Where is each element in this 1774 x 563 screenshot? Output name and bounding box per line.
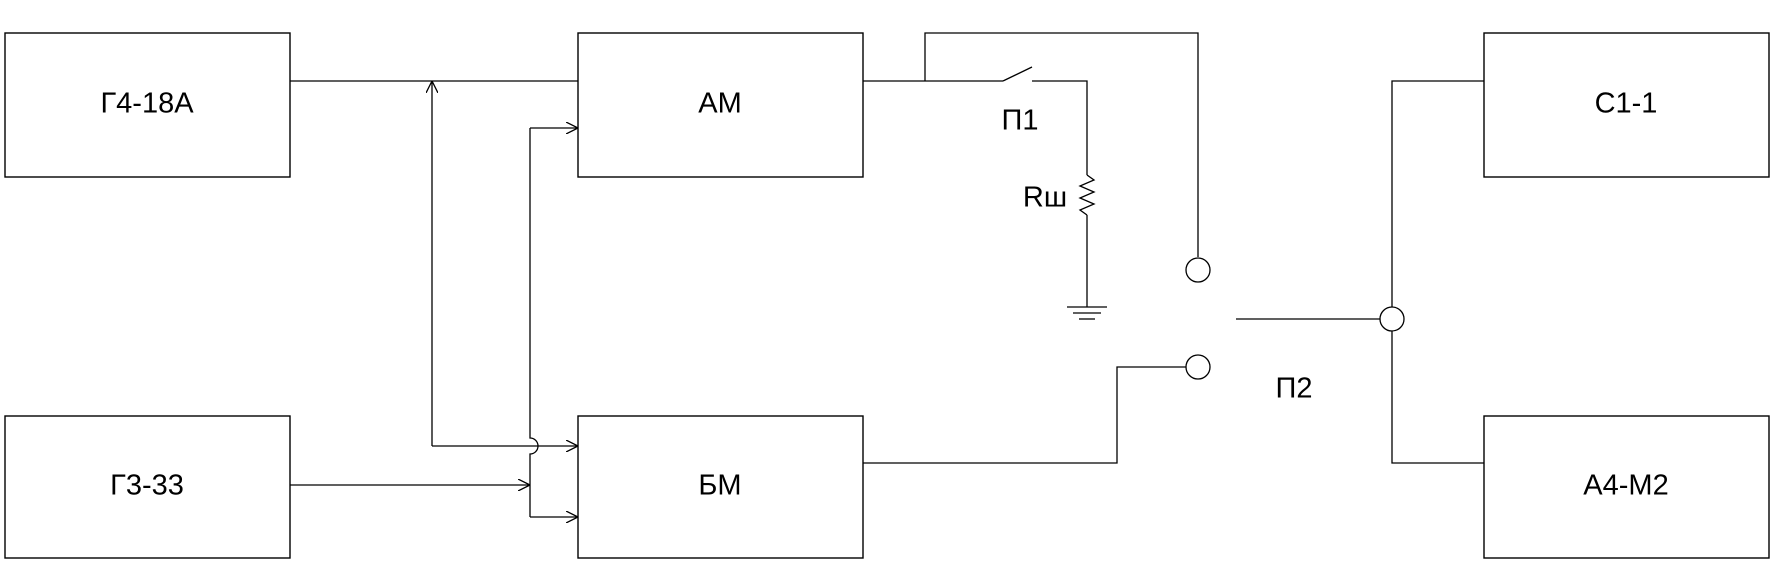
wire-junction-to-a4-m2: [1391, 331, 1484, 464]
resistor-rsh-icon: [1078, 174, 1096, 216]
block-bm-label: БМ: [698, 470, 741, 502]
block-g3-33: Г3-33: [4, 415, 291, 559]
block-bm: БМ: [577, 415, 864, 559]
switch-p2-contact-lower: [1185, 354, 1211, 380]
block-a4-m2-label: А4-М2: [1583, 470, 1668, 502]
block-am-label: АМ: [698, 88, 742, 120]
block-a4-m2: А4-М2: [1483, 415, 1770, 559]
ground-icon: [1067, 306, 1107, 320]
block-am: АМ: [577, 32, 864, 178]
wire-am-to-switch-contact: [924, 32, 1199, 257]
wire-junction-to-c1-1: [1391, 80, 1484, 307]
wire-vertical-with-crossover: [529, 128, 539, 517]
wire-switch-to-resistor: [1032, 80, 1088, 175]
switch-p1-label: П1: [1002, 105, 1039, 137]
switch-p1-blade: [1002, 66, 1033, 82]
block-c1-1: С1-1: [1483, 32, 1770, 178]
junction-node: [1379, 306, 1405, 332]
block-c1-1-label: С1-1: [1595, 88, 1658, 120]
block-g3-33-label: Г3-33: [110, 470, 184, 502]
switch-p2-contact-upper: [1185, 257, 1211, 283]
switch-p2-label: П2: [1276, 373, 1313, 405]
block-g4-18a: Г4-18А: [4, 32, 291, 178]
resistor-rsh-label: Rш: [1023, 182, 1067, 214]
wire-bm-to-switch: [863, 366, 1186, 464]
block-g4-18a-label: Г4-18А: [100, 88, 194, 120]
